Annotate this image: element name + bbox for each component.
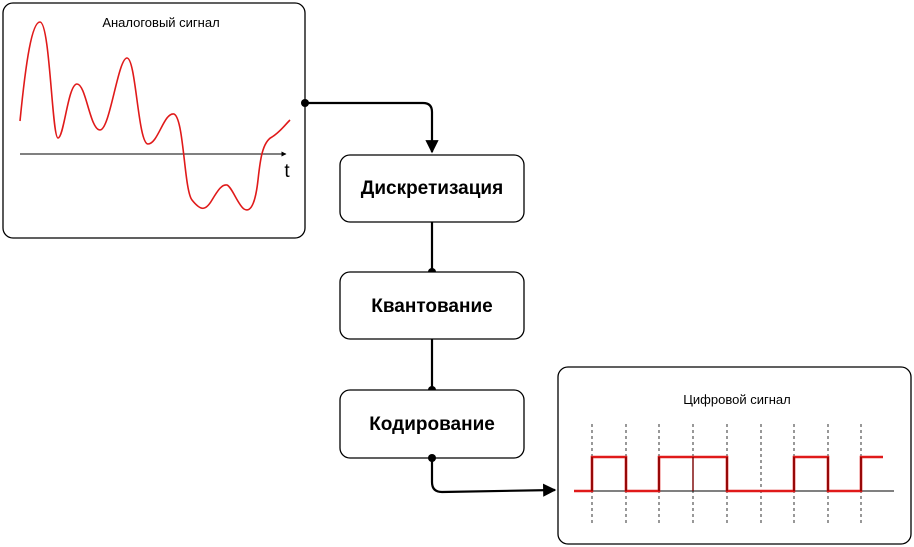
analog-wave	[19, 21, 291, 211]
stage-coding-label: Кодирование	[369, 414, 495, 435]
digital-signal-panel: Цифровой сигнал	[557, 366, 912, 545]
digital-panel-frame	[557, 366, 912, 545]
connector-start-dot	[301, 99, 309, 107]
connector-coding-to-digital	[430, 458, 557, 497]
digital-panel-title: Цифровой сигнал	[683, 392, 790, 407]
digital-wave-edges	[591, 457, 862, 491]
connector-coding-out-dot	[428, 454, 436, 462]
stage-quantization-label: Квантование	[371, 296, 492, 317]
stage-coding: Кодирование	[339, 389, 525, 459]
connector-analog-to-sampling	[305, 101, 439, 154]
analog-panel-title: Аналоговый сигнал	[102, 15, 219, 30]
analog-signal-panel: Аналоговый сигнал t	[2, 2, 306, 239]
stage-quantization: Квантование	[339, 271, 525, 340]
analog-panel-frame	[2, 2, 306, 239]
time-axis-label: t	[284, 161, 290, 182]
stage-sampling: Дискретизация	[339, 154, 525, 223]
stage-sampling-label: Дискретизация	[361, 178, 503, 199]
